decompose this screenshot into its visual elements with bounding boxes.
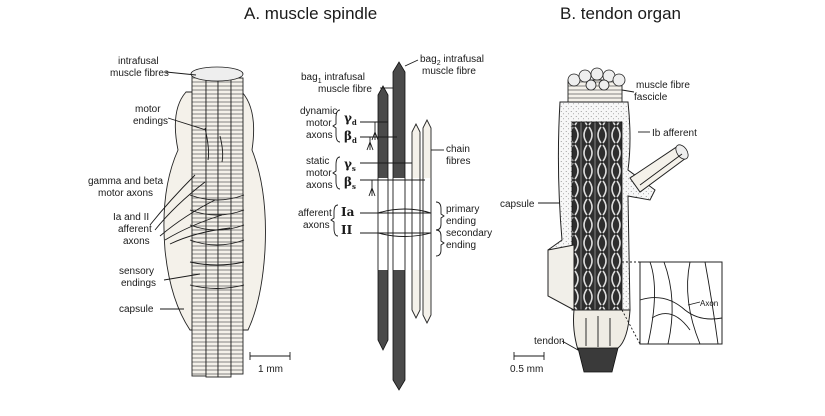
label-gamma-d: γd	[344, 111, 357, 127]
tendon-organ-drawing	[547, 67, 689, 373]
intrafusal-fibre	[217, 73, 232, 378]
label-beta-s: βs	[344, 175, 356, 191]
label-intrafusal: intrafusal	[118, 56, 159, 67]
label-bag2-line2: muscle fibre	[422, 66, 476, 77]
label-axons: axons	[123, 236, 150, 247]
intrafusal-fibre	[205, 71, 219, 378]
label-axon: Axon	[700, 299, 718, 308]
label-bag2: bag2 intrafusal	[420, 54, 484, 67]
panel-b-labels: muscle fibre fascicle Ib afferent capsul…	[500, 80, 697, 375]
label-gamma-s: γs	[344, 157, 356, 173]
label-muscle-fibres: muscle fibres	[110, 68, 169, 79]
label-sensory-endings: endings	[121, 278, 156, 289]
schematic-labels: bag1 intrafusal muscle fibre bag2 intraf…	[298, 54, 492, 257]
label-sensory: sensory	[119, 266, 154, 277]
collagen-weave	[571, 121, 623, 311]
label-chain-fibres: fibres	[446, 156, 470, 167]
fibre-schematic	[360, 61, 433, 391]
panel-a: A. muscle spindle intrafusal muscle fibr…	[88, 4, 492, 391]
spindle-drawing	[149, 66, 266, 378]
label-bag1: bag1 intrafusal	[301, 72, 365, 85]
label-gamma-beta: gamma and beta	[88, 176, 163, 187]
label-motor: motor	[135, 104, 161, 115]
label-secondary: secondary	[446, 228, 492, 239]
label-secondary-ending: ending	[446, 240, 476, 251]
tendon	[573, 309, 631, 351]
label-bag1-line2: muscle fibre	[318, 84, 372, 95]
spindle-axons	[149, 174, 231, 245]
label-static: static	[306, 156, 329, 167]
panel-b-title: B. tendon organ	[560, 4, 681, 23]
label-ib-afferent: Ib afferent	[652, 128, 697, 139]
label-dynamic: dynamic	[300, 106, 337, 117]
label-afferent-axons-1: afferent	[298, 208, 332, 219]
capsule-flap	[547, 244, 575, 311]
label-afferent-axons-2: axons	[303, 220, 330, 231]
label-chain: chain	[446, 144, 470, 155]
label-static-axons: axons	[306, 180, 333, 191]
label-tendon: tendon	[534, 336, 565, 347]
motor-endings-lines	[204, 127, 224, 163]
label-primary: primary	[446, 204, 479, 215]
panel-a-title: A. muscle spindle	[244, 4, 377, 23]
label-capsule: capsule	[119, 304, 154, 315]
label-dynamic-motor: motor	[306, 118, 332, 129]
ib-afferent-nerve	[629, 144, 689, 193]
scale-bar-b-label: 0.5 mm	[510, 364, 543, 375]
label-motor-axons: motor axons	[98, 188, 153, 199]
label-primary-ending: ending	[446, 216, 476, 227]
scale-bar-a-label: 1 mm	[258, 364, 283, 375]
label-fascicle: fascicle	[634, 92, 668, 103]
label-ia: Ia	[341, 205, 355, 219]
panel-b: B. tendon organ	[500, 4, 723, 375]
fibre-bundle-top	[190, 66, 244, 82]
label-capsule-b: capsule	[500, 199, 535, 210]
label-ii: II	[341, 223, 353, 237]
equatorial-region	[376, 178, 433, 270]
label-afferent: afferent	[118, 224, 152, 235]
label-static-motor: motor	[306, 168, 332, 179]
label-ia-ii: Ia and II	[113, 212, 149, 223]
axon-inset: Axon	[621, 261, 723, 345]
fascicle-top	[567, 67, 626, 103]
panel-a-labels: intrafusal muscle fibres motor endings g…	[88, 56, 291, 375]
label-endings: endings	[133, 116, 168, 127]
axon-connections	[360, 121, 431, 234]
label-dynamic-axons: axons	[306, 130, 333, 141]
label-beta-d: βd	[344, 129, 357, 145]
label-muscle-fibre: muscle fibre	[636, 80, 690, 91]
tendon-base	[577, 347, 619, 373]
